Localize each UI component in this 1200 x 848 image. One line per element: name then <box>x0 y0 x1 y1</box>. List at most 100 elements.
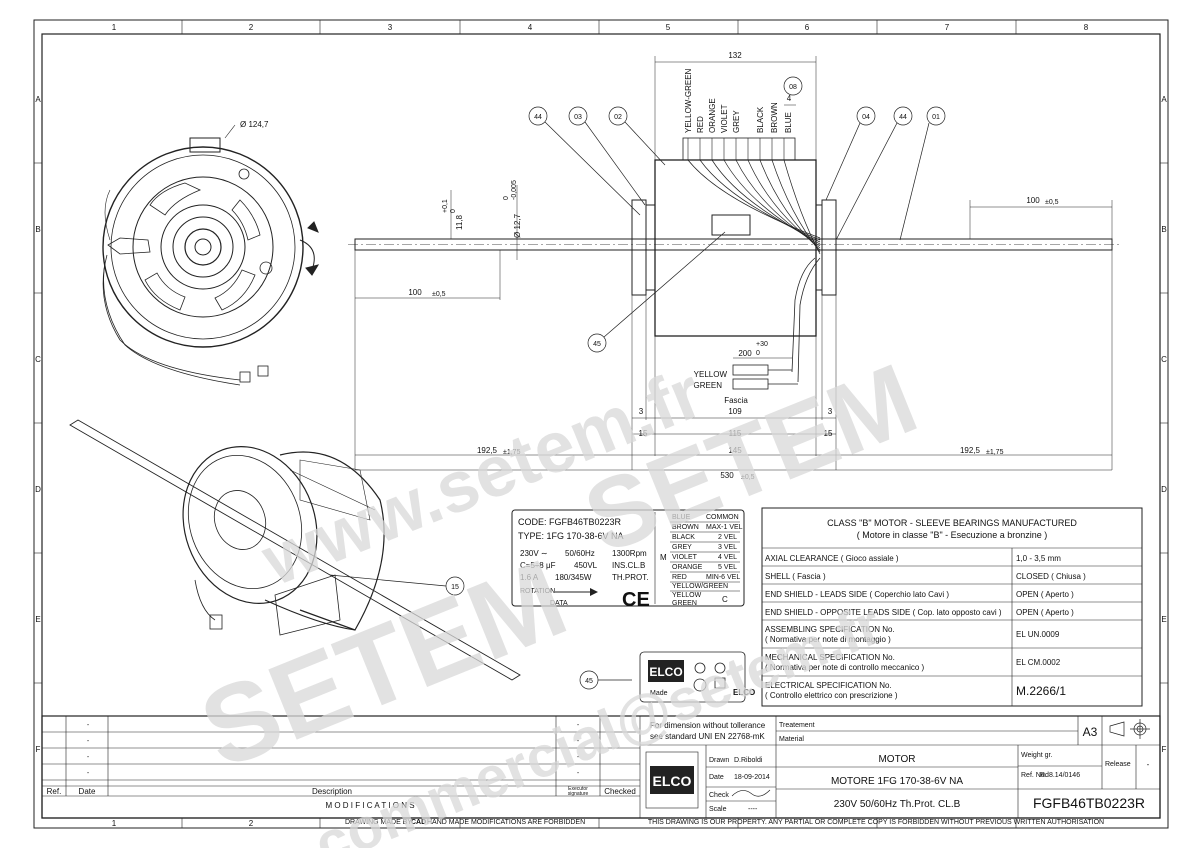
dimension-texts: 132 4 100 ±0,5 100 ±0,5 11,8 +0,1 0 Ø 12… <box>408 51 1058 481</box>
wire-color: YELLOW <box>672 592 702 599</box>
dim-15-left: 15 <box>639 429 648 438</box>
nameplate-capacitor: C=5÷8 μF <box>520 561 556 570</box>
projection-symbol-icon <box>1109 719 1150 739</box>
nameplate: CODE: FGFB46TB0223R TYPE: 1FG 170-38-6V … <box>511 509 745 611</box>
modifications-title: M O D I F I C A T I O N S <box>325 801 414 810</box>
col-label: 2 <box>249 23 254 32</box>
callout-45: 45 <box>593 341 601 348</box>
dim-192-left: 192,5 <box>477 446 498 455</box>
svg-text:-: - <box>87 754 90 761</box>
nameplate-watts: 180/345W <box>555 573 592 582</box>
spec-row-value: EL CM.0002 <box>1016 658 1061 667</box>
nameplate-ins: INS.CL.B <box>612 561 645 570</box>
dim-tol: ±0,5 <box>1045 199 1059 206</box>
nameplate-type: TYPE: 1FG 170-38-6V NA <box>518 531 624 541</box>
callout-01: 01 <box>932 114 940 121</box>
spec-row-label-sub: ( Normativa per note di controllo meccan… <box>765 663 925 672</box>
dim-11-8: 11,8 <box>455 214 464 230</box>
dim-12-7-tol-top: 0 <box>503 196 510 200</box>
wire-function: COMMON <box>706 514 739 521</box>
wire-function: C <box>722 595 728 604</box>
grid-row-labels: A B C D E F A B C D E F <box>35 95 1167 754</box>
svg-text:-: - <box>577 722 580 729</box>
footer-left-c: HAND MADE MODIFICATIONS ARE FORBIDDEN <box>427 819 585 826</box>
callout-45: 45 <box>585 678 593 685</box>
row-label: C <box>35 355 41 364</box>
dim-12-7-tol-bot: -0,005 <box>511 180 518 200</box>
dimension-lines <box>354 56 1113 471</box>
wire-function: 5 VEL <box>718 564 737 571</box>
executor-column-header: Executor <box>568 786 588 792</box>
spec-row-value: OPEN ( Aperto ) <box>1016 590 1074 599</box>
sheet-size: A3 <box>1083 725 1098 739</box>
callout-08: 08 <box>789 84 797 91</box>
dim-200-tol-bot: 0 <box>756 350 760 357</box>
row-label: E <box>1161 615 1166 624</box>
dim-115: 115 <box>729 429 742 438</box>
row-label: A <box>1161 95 1167 104</box>
nameplate-rotation: ROTATION <box>520 588 555 595</box>
ce-mark: CE <box>622 589 650 611</box>
nameplate-voltage: 230V ∼ <box>520 549 548 558</box>
wire-label: RED <box>696 116 705 133</box>
release-value: - <box>1147 760 1150 769</box>
wire-label: BLACK <box>756 106 765 133</box>
outer-frame <box>33 19 1169 829</box>
dim-100-left: 100 <box>408 288 422 297</box>
motor-symbol: M <box>660 553 667 562</box>
description-column-header: Description <box>312 787 352 796</box>
weight-label: Weight gr. <box>1021 752 1052 759</box>
col-label: 3 <box>388 23 393 32</box>
title-motor: MOTOR <box>878 754 915 765</box>
callout-numbers: 44 03 02 08 04 44 01 45 15 45 <box>451 84 940 685</box>
footer-left-cad: CAD <box>411 819 426 826</box>
wire-function: 2 VEL <box>718 534 737 541</box>
grid-column-labels-top: 1 2 3 4 5 6 7 8 <box>112 23 1089 32</box>
spec-row-value: CLOSED ( Chiusa ) <box>1016 572 1086 581</box>
spec-row-label-sub: ( Normativa per note di montaggio ) <box>765 635 891 644</box>
row-label: D <box>35 485 41 494</box>
wire-color: YELLOW/GREEN <box>672 583 728 590</box>
spec-row-label: MECHANICAL SPECIFICATION No. <box>765 653 895 662</box>
title-block: -- -- -- -- Ref. Date Description Execut… <box>41 715 1161 819</box>
wire-color: ORANGE <box>672 564 703 571</box>
row-label: D <box>1161 485 1167 494</box>
drawing-number: FGFB46TB0223R <box>1033 795 1145 811</box>
date-label: Date <box>709 774 724 781</box>
drawing-date: 18-09-2014 <box>734 774 770 781</box>
wire-function: MAX-1 VEL <box>706 524 743 531</box>
spec-row-label: AXIAL CLEARANCE ( Gioco assiale ) <box>765 554 899 563</box>
footer-left-a: DRAWING MADE BY <box>345 819 412 826</box>
dim-530: 530 <box>720 471 734 480</box>
material-label: Material <box>779 736 804 743</box>
end-view-leads <box>239 365 269 383</box>
footer-right: THIS DRAWING IS OUR PROPERTY. ANY PARTIA… <box>648 819 1104 826</box>
ref-no: Rd8.14/0146 <box>1040 772 1080 779</box>
wire-function: 4 VEL <box>718 554 737 561</box>
title-motore: MOTORE 1FG 170-38-6V NA <box>831 776 963 787</box>
wire-function: 3 VEL <box>718 544 737 551</box>
dim-11-8-tol-top: +0,1 <box>442 199 449 213</box>
signature-column-header: signature <box>568 791 589 797</box>
wire-color: BLACK <box>672 534 695 541</box>
callout-04: 04 <box>862 114 870 121</box>
row-label: B <box>35 225 40 234</box>
drawn-by: D.Riboldi <box>734 757 763 764</box>
row-label: F <box>36 745 41 754</box>
col-label: 5 <box>666 23 671 32</box>
motor-isometric-view <box>69 419 521 681</box>
lead-green: GREEN <box>694 381 723 390</box>
spec-row-label: END SHIELD - OPPOSITE LEADS SIDE ( Cop. … <box>765 608 1002 617</box>
dim-132: 132 <box>728 51 742 60</box>
release-label: Release <box>1105 761 1131 768</box>
nameplate-data: DATA <box>550 600 568 607</box>
svg-text:-: - <box>577 738 580 745</box>
electrical-spec-value: M.2266/1 <box>1016 684 1066 698</box>
tolerance-standard: see standard UNI EN 22768-mK <box>650 732 765 741</box>
elco-logo: ELCO <box>653 773 692 789</box>
wire-label: YELLOW-GREEN <box>684 68 693 133</box>
elco-label-box: ELCO Made ELCO <box>639 651 755 703</box>
callout-balloons <box>329 76 946 690</box>
row-label: E <box>35 615 40 624</box>
